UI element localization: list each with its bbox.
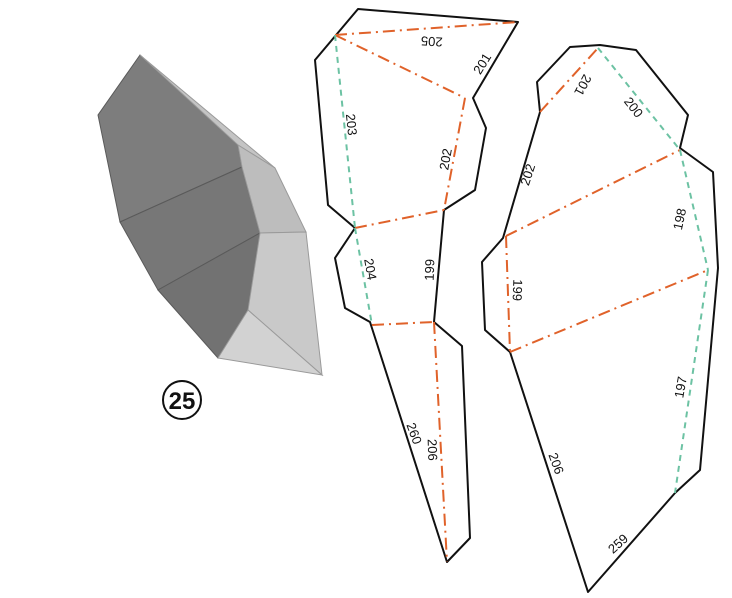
right-pattern-piece: 201 200 202 198 199 197 206 259 bbox=[481, 44, 719, 593]
left-label-199: 199 bbox=[422, 259, 438, 281]
left-valley-fold-206 bbox=[433, 321, 448, 563]
right-label-206: 206 bbox=[545, 451, 567, 477]
right-valley-fold-199 bbox=[505, 235, 511, 353]
left-label-205: 205 bbox=[421, 33, 443, 49]
left-pattern-piece: 205 201 203 202 204 199 260 206 bbox=[314, 8, 519, 563]
left-valley-fold-top bbox=[334, 21, 519, 36]
left-label-260: 260 bbox=[403, 421, 425, 447]
left-valley-fold-202 bbox=[443, 97, 466, 211]
left-label-203: 203 bbox=[343, 113, 360, 136]
left-label-201: 201 bbox=[470, 50, 494, 76]
assembled-preview bbox=[97, 54, 324, 377]
right-label-201: 201 bbox=[571, 72, 594, 98]
right-label-259: 259 bbox=[605, 531, 631, 557]
badge-circle bbox=[162, 380, 202, 420]
right-label-202: 202 bbox=[517, 162, 538, 187]
right-label-199: 199 bbox=[510, 279, 526, 301]
right-valley-fold-lower bbox=[509, 269, 709, 353]
left-valley-fold-mid bbox=[354, 209, 445, 229]
right-label-197: 197 bbox=[671, 375, 690, 399]
right-piece-outline bbox=[481, 44, 719, 593]
badge-number: 25 bbox=[169, 388, 196, 415]
left-label-206: 206 bbox=[425, 439, 441, 461]
left-label-202: 202 bbox=[436, 147, 455, 171]
right-mountain-fold-200 bbox=[597, 47, 681, 151]
right-mountain-fold-198 bbox=[679, 149, 709, 271]
right-valley-fold-upper bbox=[505, 149, 681, 237]
right-label-198: 198 bbox=[670, 207, 689, 231]
right-mountain-fold-197 bbox=[674, 269, 709, 494]
left-mountain-fold-204 bbox=[354, 227, 373, 326]
preview-face-light-c bbox=[217, 309, 324, 376]
part-number-badge: 25 bbox=[162, 380, 202, 420]
right-label-200: 200 bbox=[621, 94, 646, 120]
left-label-204: 204 bbox=[361, 257, 380, 281]
left-valley-fold-low bbox=[371, 321, 435, 326]
left-valley-fold-diag bbox=[334, 34, 466, 99]
left-piece-outline bbox=[314, 8, 519, 563]
